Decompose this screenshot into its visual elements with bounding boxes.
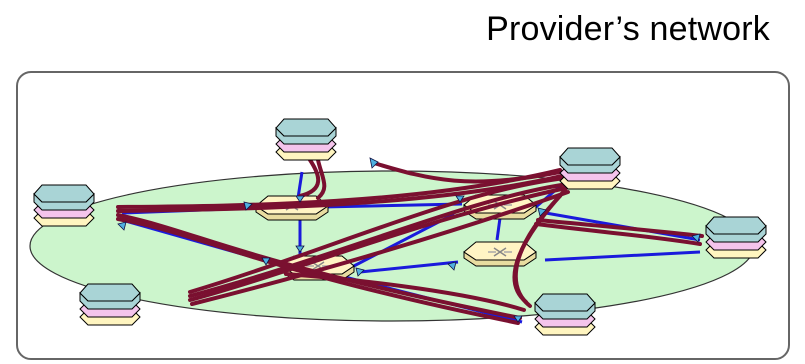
virtual-path — [534, 222, 702, 246]
port-marker — [117, 221, 127, 231]
edge-router-icon — [79, 283, 141, 326]
virtual-path — [116, 217, 520, 325]
port-markers — [117, 157, 701, 323]
virtual-path — [284, 272, 526, 312]
port-marker — [513, 315, 523, 323]
port-marker — [355, 267, 365, 277]
virtual-path — [116, 174, 564, 213]
link — [495, 217, 502, 241]
port-marker — [447, 261, 457, 271]
virtual-path — [116, 213, 522, 320]
edge-router-icon — [705, 216, 767, 259]
virtual-path — [316, 158, 327, 200]
virtual-path — [188, 186, 568, 302]
port-marker — [537, 207, 547, 217]
page-title: Provider’s network — [486, 10, 770, 48]
virtual-paths — [116, 158, 704, 325]
virtual-path — [190, 190, 570, 306]
port-marker — [455, 195, 465, 203]
link — [321, 202, 463, 209]
virtual-path — [514, 194, 562, 308]
port-marker — [243, 201, 253, 211]
port-marker — [691, 233, 701, 243]
virtual-path — [188, 176, 568, 294]
port-marker — [369, 157, 379, 169]
virtual-path — [536, 218, 704, 238]
port-marker — [295, 195, 305, 203]
virtual-path — [372, 161, 562, 184]
link — [359, 260, 459, 274]
port-marker — [261, 257, 271, 266]
port-marker — [295, 245, 305, 253]
link — [544, 250, 701, 262]
virtual-path — [188, 182, 570, 298]
edge-router-icon — [275, 118, 337, 161]
edge-router-icon — [33, 184, 95, 227]
edge-router-icon — [559, 147, 621, 190]
edge-router-icon — [534, 293, 596, 336]
virtual-path — [298, 158, 321, 198]
link — [296, 171, 304, 199]
